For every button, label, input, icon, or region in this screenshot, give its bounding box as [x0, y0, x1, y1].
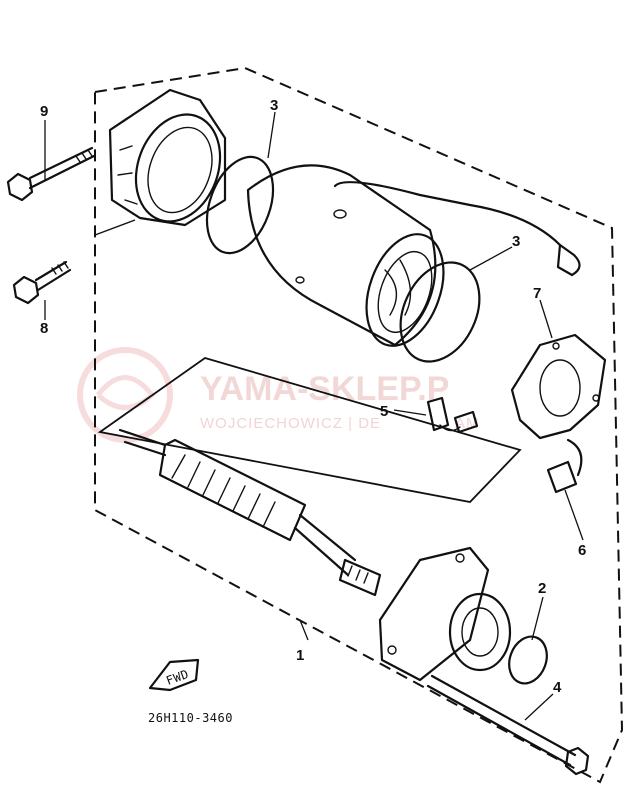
callout-5: 5: [380, 403, 388, 420]
yoke-motor-body: [246, 164, 445, 347]
watermark-logo: [77, 347, 173, 443]
o-ring-3-lower: [399, 261, 481, 363]
callout-8: 8: [40, 320, 48, 337]
armature-group-frame: [97, 357, 522, 503]
brush-holder-6: [546, 438, 583, 494]
watermark-title: YAMA-SKLEP.P: [200, 370, 449, 408]
callout-6: 6: [578, 542, 586, 559]
bolt-9: [6, 146, 96, 202]
callout-7: 7: [533, 285, 541, 302]
diagram-part-code: 26H110-3460: [148, 711, 233, 725]
callout-3-upper: 3: [270, 97, 278, 114]
callout-9: 9: [40, 103, 48, 120]
lead-wire: [333, 181, 581, 277]
callout-2: 2: [538, 580, 546, 597]
front-cover: [108, 88, 227, 227]
callout-4: 4: [553, 679, 562, 696]
armature-shaft: [118, 428, 382, 597]
rear-cover: [378, 546, 512, 682]
bolt-8: [12, 260, 72, 305]
brush-5: [426, 396, 479, 434]
long-bolt-4: [426, 674, 590, 776]
watermark-subtitle: WOJCIECHOWICZ | DE: [200, 415, 381, 432]
forward-arrow-icon: FWD: [148, 658, 200, 692]
assembly-dashed-frame: [94, 66, 624, 784]
watermark: YAMA-SKLEP.P WOJCIECHOWICZ | DE AM: [77, 347, 479, 443]
leader-lines: [44, 111, 584, 721]
o-ring-2: [508, 635, 548, 685]
forward-arrow-label: FWD: [164, 667, 191, 688]
brush-plate-7: [510, 333, 607, 440]
callout-3-lower: 3: [512, 233, 520, 250]
o-ring-3-upper: [205, 155, 275, 255]
callout-1: 1: [296, 647, 304, 664]
